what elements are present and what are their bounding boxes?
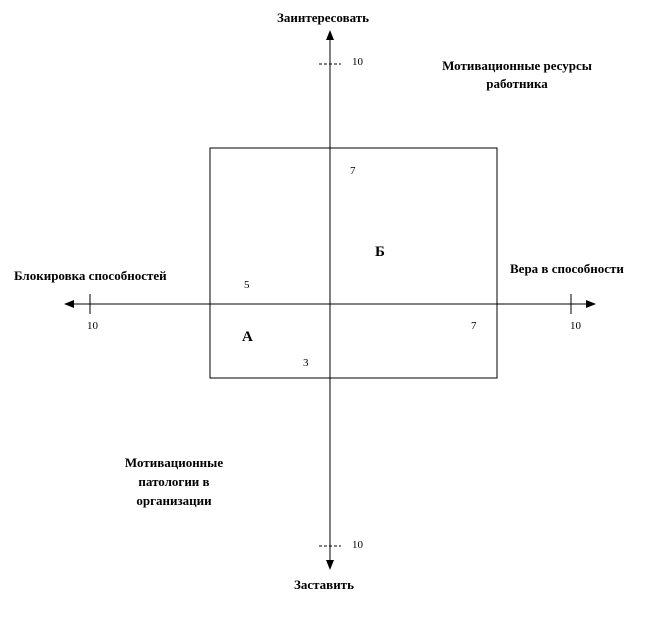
axis-label-bottom: Заставить (294, 577, 354, 592)
tick-label-top: 10 (352, 56, 363, 68)
rect-value-right: 7 (471, 320, 477, 332)
tick-label-left: 10 (87, 320, 98, 332)
arrow-down-icon (326, 560, 334, 570)
zone-letter-b: Б (375, 244, 385, 260)
note-motivation-resources: Мотивационные ресурсы работника (442, 58, 592, 91)
arrow-up-icon (326, 30, 334, 40)
arrow-right-icon (586, 300, 596, 308)
rect-value-bottom: 3 (303, 357, 309, 369)
tick-label-right: 10 (570, 320, 581, 332)
axis-label-right: Вера в способности (510, 261, 624, 276)
note-motivation-pathologies: Мотивационные патологии в организации (124, 455, 224, 508)
zone-letter-a: А (242, 329, 253, 345)
rect-value-left: 5 (244, 279, 250, 291)
zone-rectangle (209, 147, 498, 379)
tick-label-bottom: 10 (352, 539, 363, 551)
rect-value-top: 7 (350, 165, 356, 177)
axis-label-left: Блокировка способностей (14, 268, 167, 283)
axis-label-top: Заинтересовать (277, 10, 370, 25)
arrow-left-icon (64, 300, 74, 308)
